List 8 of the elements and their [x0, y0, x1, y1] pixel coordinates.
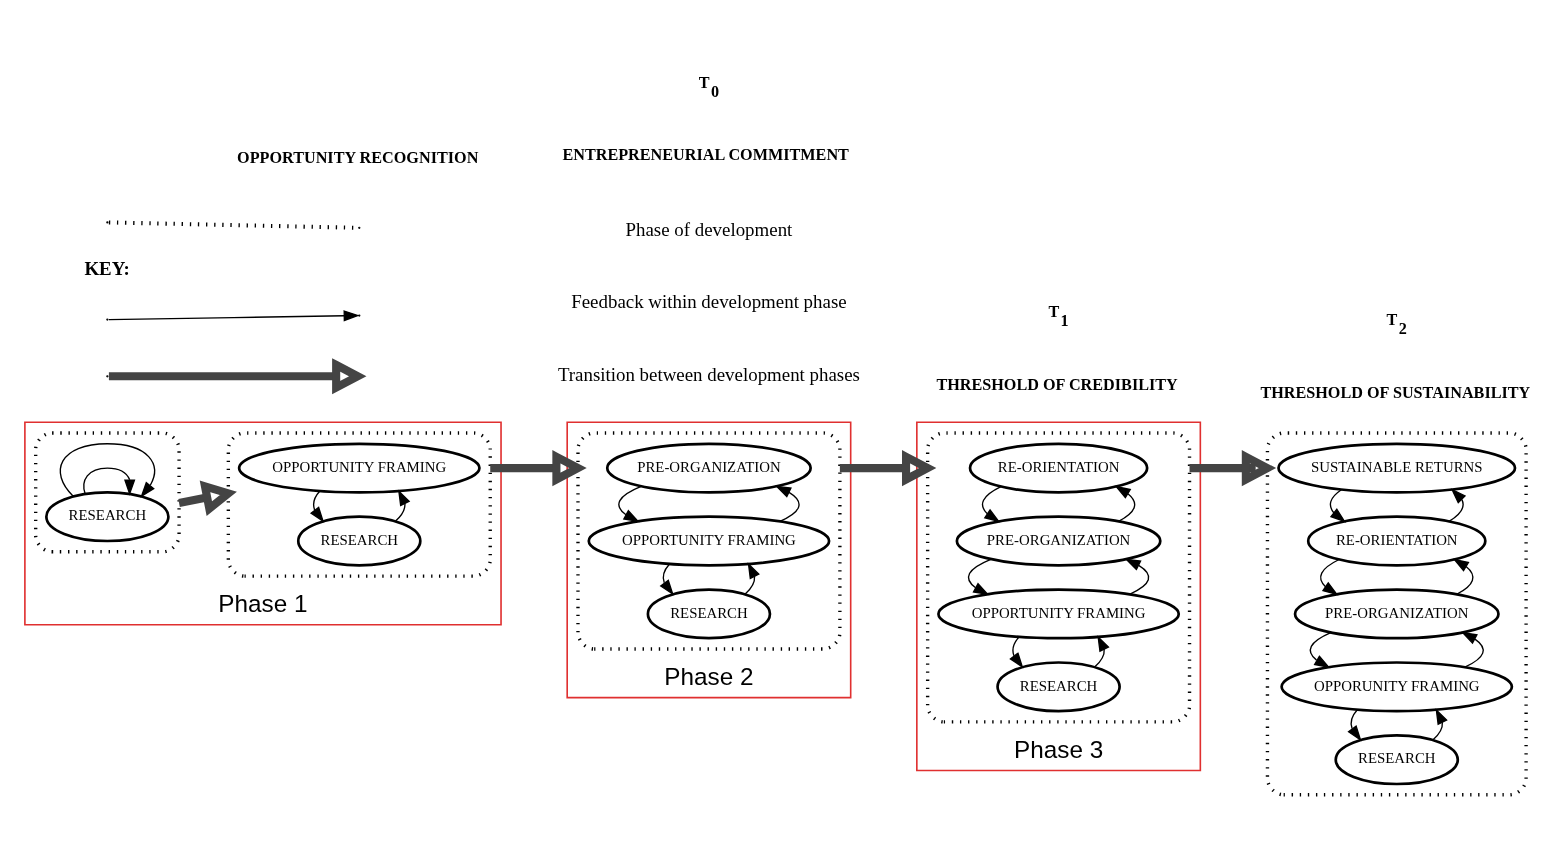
label: THRESHOLD OF SUSTAINABILITY [1260, 384, 1531, 403]
label: KEY: [84, 257, 130, 279]
label: THRESHOLD OF CREDIBILITY [936, 375, 1178, 394]
legend-label: Transition between development phases [557, 364, 860, 386]
label: OPPORTUNITY RECOGNITION [237, 149, 479, 168]
legend-label: Feedback within development phase [571, 291, 847, 313]
label: ENTREPRENEURIAL COMMITMENT [562, 146, 849, 165]
legend-label: Phase of development [625, 218, 793, 240]
